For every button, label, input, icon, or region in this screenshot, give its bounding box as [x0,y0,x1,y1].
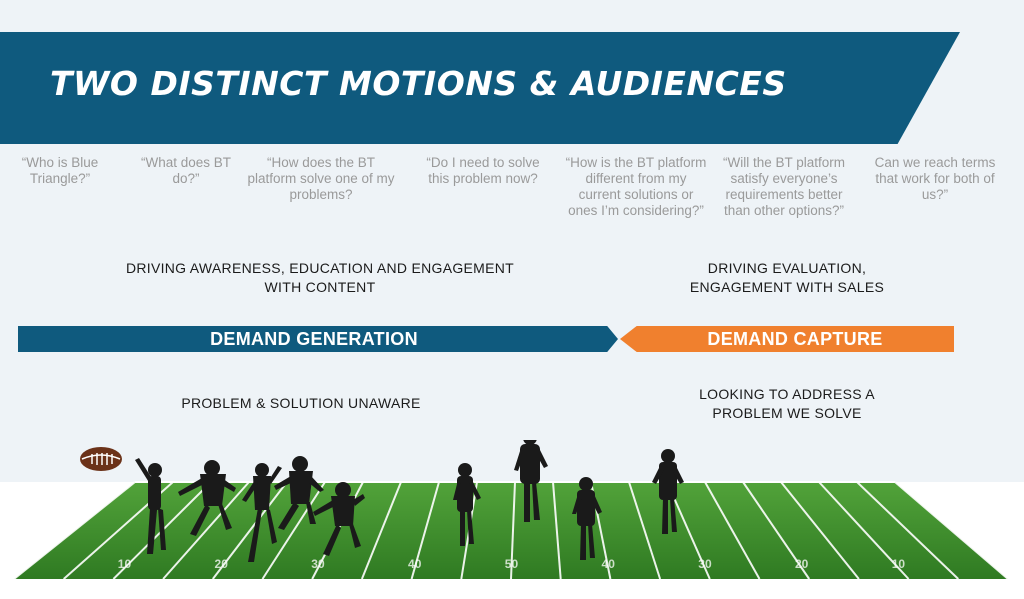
yard-number: 10 [118,557,132,571]
player-silhouette [514,440,548,522]
question-who-is: “Who is Blue Triangle?” [21,155,99,186]
yard-line [818,481,910,580]
yard-number: 30 [311,557,325,571]
player-silhouette [652,449,684,534]
yard-line [162,481,250,580]
yard-line [552,481,562,580]
yard-line [704,481,761,580]
football-field-illustration: 10 20 30 40 50 40 30 20 10 [13,440,1009,580]
yard-line [360,481,402,580]
yard-number: 40 [602,557,616,571]
yard-number: 10 [892,557,906,571]
yard-line [410,481,440,580]
title-banner [0,32,960,144]
player-silhouette [135,458,166,554]
player-silhouette [572,477,602,560]
player-silhouette [274,456,324,530]
yard-numbers: 10 20 30 40 50 40 30 20 10 [118,557,906,571]
yard-line [780,481,860,580]
yard-number: 20 [215,557,229,571]
question-solve-now: “Do I need to solve this problem now? [426,155,540,186]
yard-line [894,481,1009,580]
slide-title: TWO DISTINCT MOTIONS & AUDIENCES [50,64,787,103]
player-silhouette [313,482,365,556]
demand-capture-arrow [620,326,954,352]
question-how-solve: “How does the BT platform solve one of m… [247,155,395,202]
demand-generation-label: DEMAND GENERATION [210,329,418,349]
player-silhouette [453,463,481,546]
player-silhouette [242,463,282,562]
demand-generation-arrow [18,326,618,352]
yard-line [13,481,136,580]
yard-line [212,481,288,580]
yard-number: 20 [795,557,809,571]
question-reach-terms: Can we reach terms that work for both of… [874,155,996,202]
demand-generation-audience-text: PROBLEM & SOLUTION UNAWARE [181,395,421,411]
yard-line [628,481,662,580]
demand-generation-driving-text: DRIVING AWARENESS, EDUCATION AND ENGAGEM… [125,260,515,295]
yard-number: 30 [698,557,712,571]
football-icon [80,447,122,471]
demand-capture-driving-text: DRIVING EVALUATION, ENGAGEMENT WITH SALE… [689,260,885,295]
yard-line [742,481,811,580]
question-how-different: “How is the BT platform different from m… [565,155,707,218]
yard-lines [13,481,1009,580]
yard-line [261,481,326,580]
question-what-does: “What does BT do?” [140,155,232,186]
yard-line [856,481,959,580]
demand-capture-audience-text: LOOKING TO ADDRESS A PROBLEM WE SOLVE [699,386,875,421]
yard-number: 40 [408,557,422,571]
yard-number: 50 [505,557,519,571]
player-silhouette [178,460,236,536]
player-silhouettes [135,440,684,562]
yard-line [510,481,516,580]
question-satisfy-requirements: “Will the BT platform satisfy everyone’s… [722,155,846,218]
demand-capture-label: DEMAND CAPTURE [707,329,883,349]
